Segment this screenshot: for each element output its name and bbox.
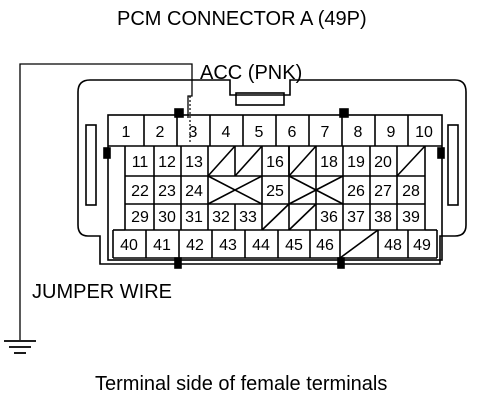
terminal-44: 44 [252, 237, 270, 254]
terminal-22: 22 [131, 183, 149, 200]
jumper-wire [19, 63, 193, 340]
key-tab-bottom-right [337, 257, 345, 269]
terminal-36: 36 [320, 209, 338, 226]
terminal-25: 25 [266, 183, 284, 200]
terminal-26: 26 [347, 183, 365, 200]
terminal-30: 30 [158, 209, 176, 226]
left-slot [85, 124, 97, 206]
terminal-37: 37 [347, 209, 365, 226]
terminal-13: 13 [185, 154, 203, 171]
diagram-caption: Terminal side of female terminals [95, 373, 388, 395]
ground-icon [4, 340, 36, 354]
terminal-49: 49 [413, 237, 431, 254]
terminal-4: 4 [222, 124, 231, 141]
terminal-5: 5 [255, 124, 264, 141]
terminal-31: 31 [185, 209, 203, 226]
terminal-9: 9 [387, 124, 396, 141]
key-tab-top-left [174, 108, 184, 118]
terminal-frame [107, 114, 443, 261]
terminal-11: 11 [132, 154, 149, 171]
terminal-8: 8 [354, 124, 363, 141]
terminal-32: 32 [212, 209, 230, 226]
terminal-3: 3 [189, 124, 198, 141]
jumper-wire-label: JUMPER WIRE [32, 281, 172, 303]
right-slot [447, 124, 459, 206]
terminal-6: 6 [288, 124, 297, 141]
terminal-18: 18 [320, 154, 338, 171]
terminal-19: 19 [347, 154, 365, 171]
key-tab-left [103, 147, 111, 159]
terminal-48: 48 [384, 237, 402, 254]
terminal-2: 2 [156, 124, 165, 141]
acc-wire-label: ACC (PNK) [200, 62, 303, 84]
terminal-29: 29 [131, 209, 149, 226]
terminal-38: 38 [374, 209, 392, 226]
terminal-16: 16 [266, 154, 284, 171]
terminal-28: 28 [402, 183, 420, 200]
connector-housing [77, 79, 467, 265]
terminal-1: 1 [122, 124, 131, 141]
terminal-24: 24 [185, 183, 203, 200]
terminal-45: 45 [285, 237, 303, 254]
diagram-title: PCM CONNECTOR A (49P) [117, 8, 367, 30]
unused-cavity-marks [207, 145, 426, 259]
terminal-40: 40 [120, 237, 138, 254]
terminal-7: 7 [321, 124, 330, 141]
key-tab-right [437, 147, 445, 159]
terminal-23: 23 [158, 183, 176, 200]
key-tab-bottom-left [174, 257, 182, 269]
terminal-20: 20 [374, 154, 392, 171]
terminal-33: 33 [239, 209, 257, 226]
key-tab-top-right [339, 108, 349, 118]
terminal-39: 39 [402, 209, 420, 226]
terminal-grid-lines [108, 115, 442, 259]
terminal-12: 12 [158, 154, 176, 171]
terminal-27: 27 [374, 183, 392, 200]
terminal-46: 46 [316, 237, 334, 254]
terminal-43: 43 [219, 237, 237, 254]
terminal-10: 10 [415, 124, 433, 141]
terminal-42: 42 [186, 237, 204, 254]
terminal-41: 41 [153, 237, 171, 254]
connector-latch [235, 92, 285, 106]
